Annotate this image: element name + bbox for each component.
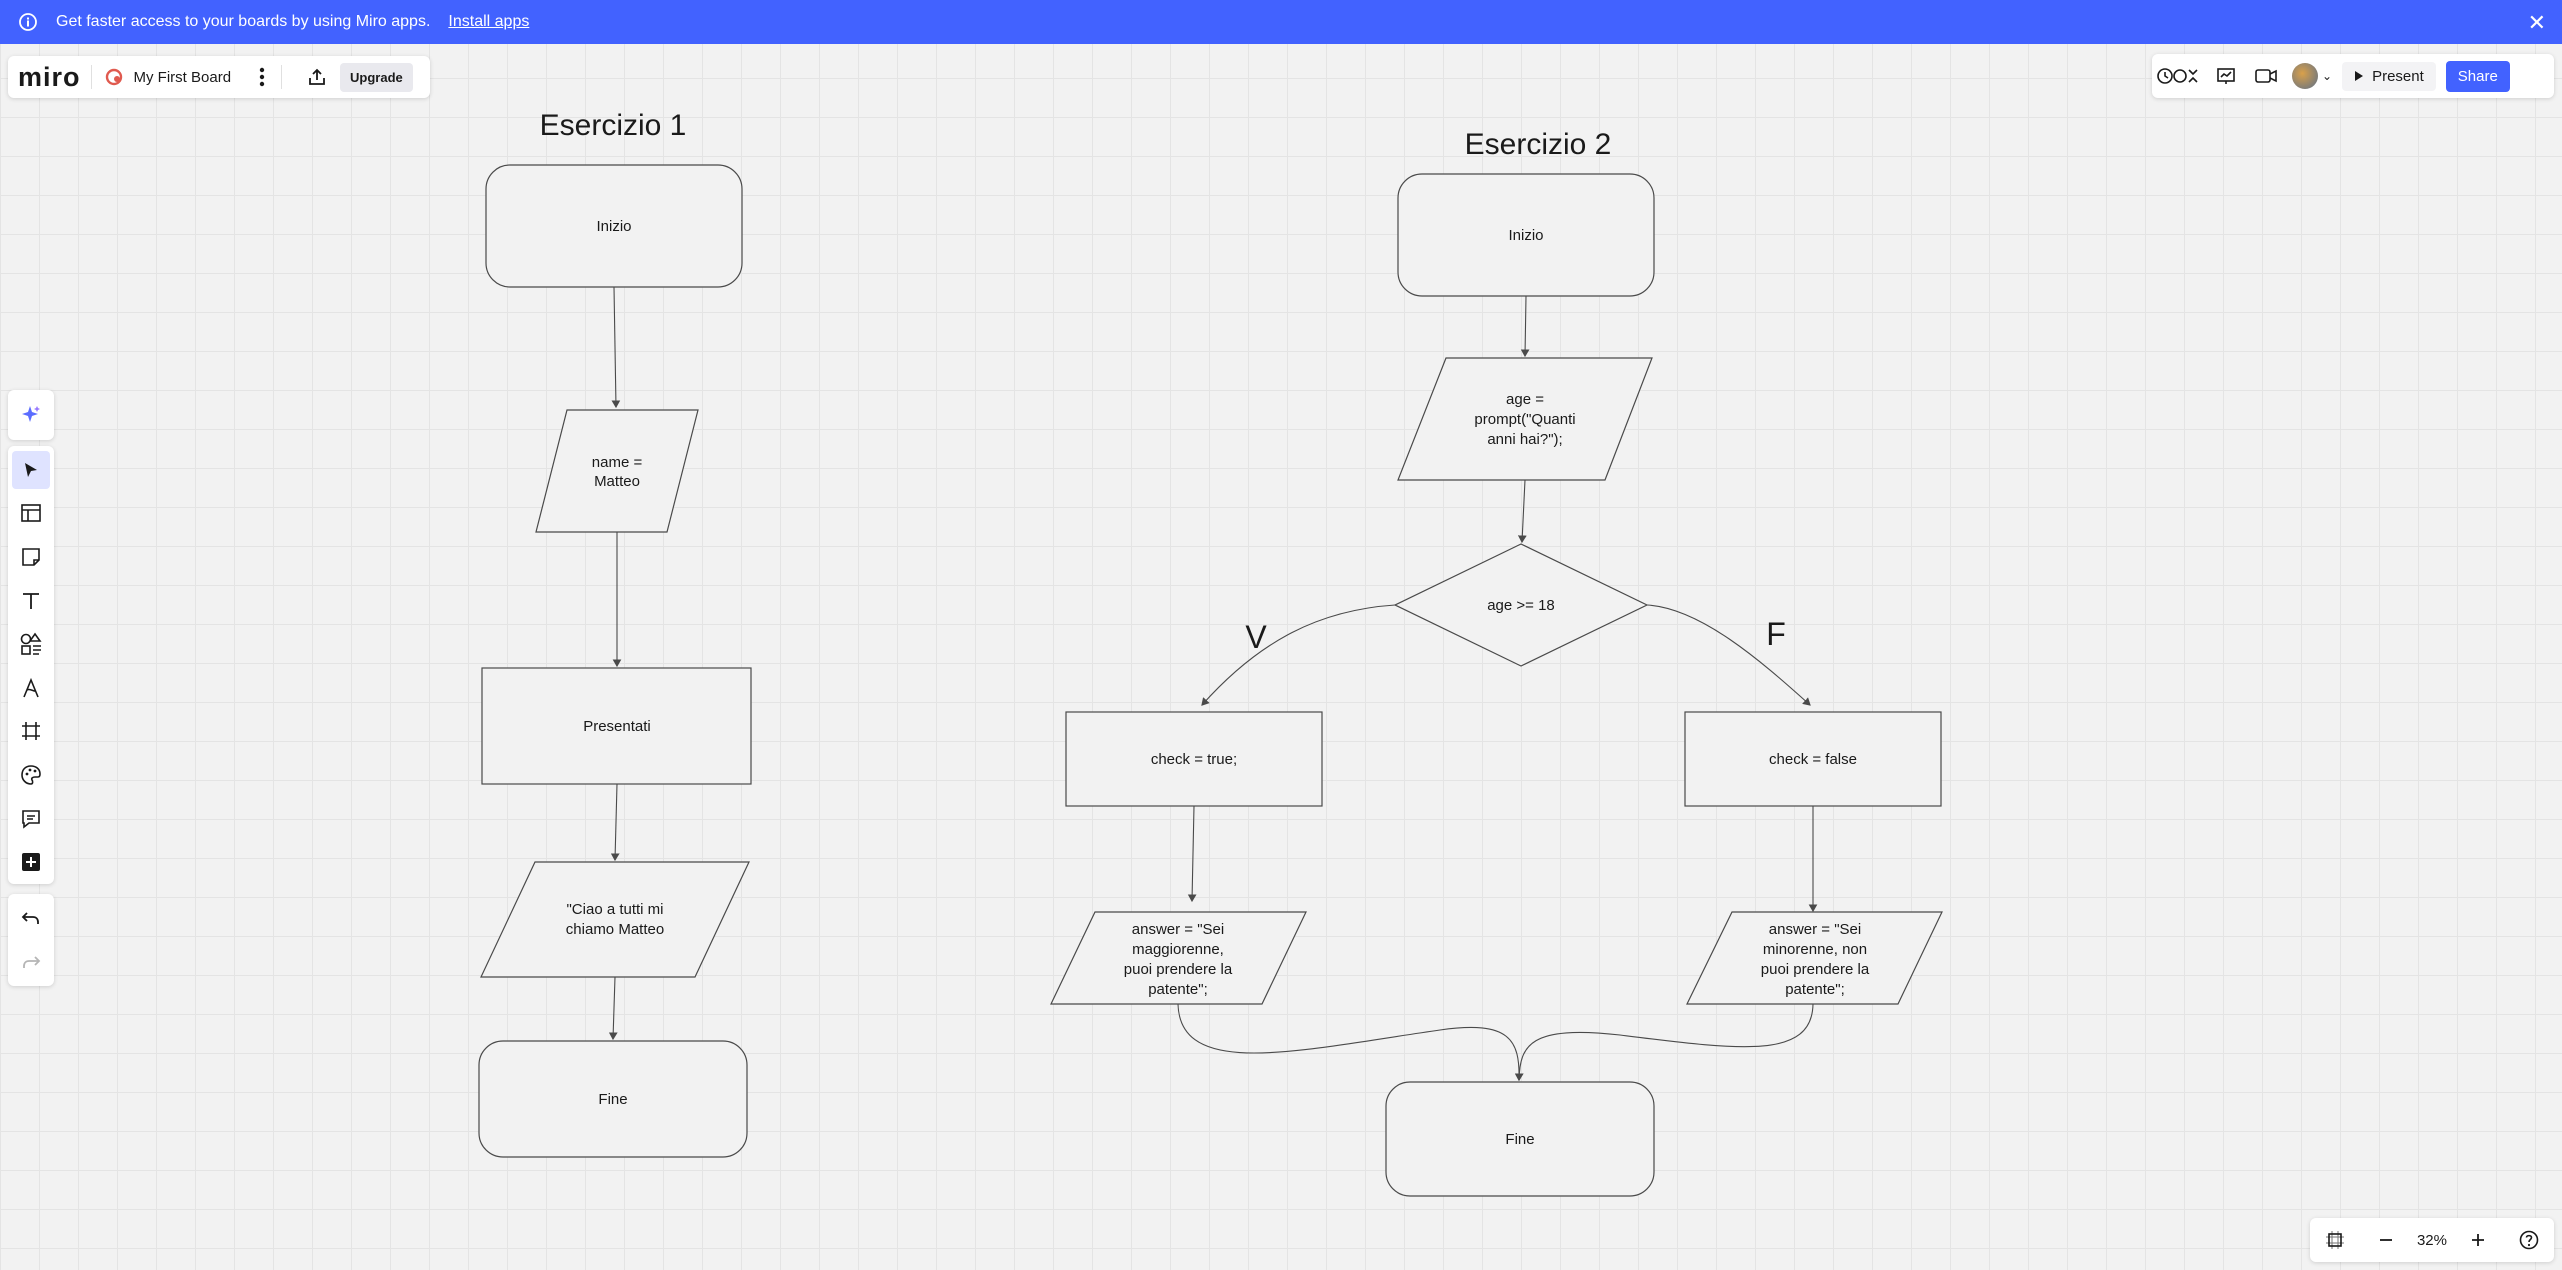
add-more-icon[interactable] (12, 843, 50, 881)
ex1-output-label-line-1: "Ciao a tutti mi (566, 901, 663, 918)
exercise-2-title: Esercizio 2 (1465, 128, 1612, 161)
templates-icon[interactable] (12, 495, 50, 533)
reactions-icon[interactable] (2152, 58, 2206, 94)
divider (281, 65, 283, 89)
divider (90, 65, 92, 89)
ex2-end-shape[interactable] (1385, 1081, 1655, 1197)
ex1-process-label: Presentati (583, 718, 651, 735)
ex2-true-output-shape[interactable] (1050, 911, 1307, 1005)
help-icon[interactable] (2509, 1222, 2549, 1258)
false-branch-label: F (1766, 616, 1786, 652)
ex1-process-shape[interactable] (481, 667, 752, 785)
ex2-decision-shape[interactable] (1393, 543, 1649, 667)
ex1-end-shape[interactable] (478, 1040, 748, 1158)
ex2-true-process-shape[interactable] (1065, 711, 1323, 807)
ex2-true-output-line-4: patente"; (1148, 981, 1208, 998)
video-call-icon[interactable] (2246, 58, 2286, 94)
true-branch-connector[interactable] (1201, 604, 1396, 706)
ai-sparkle-icon[interactable] (12, 396, 50, 434)
share-button[interactable]: Share (2445, 60, 2510, 92)
true-branch-label: V (1245, 619, 1267, 655)
fit-to-screen-icon[interactable] (2315, 1222, 2355, 1258)
ex2-false-output-line-1: answer = "Sei (1769, 921, 1861, 938)
ex2-false-output-line-4: patente"; (1785, 981, 1845, 998)
ex1-input-label-line-2: Matteo (594, 473, 640, 490)
ex2-false-output-line-2: minorenne, non (1763, 941, 1867, 958)
ex2-input-label-line-2: prompt("Quanti (1474, 411, 1575, 428)
export-icon[interactable] (304, 64, 330, 90)
ex2-false-process-shape[interactable] (1684, 711, 1942, 807)
false-branch-connector[interactable] (1646, 604, 1811, 706)
avatar[interactable] (2292, 63, 2318, 89)
undo-icon[interactable] (12, 899, 50, 937)
present-button[interactable]: Present (2342, 61, 2436, 91)
ex2-false-output-shape[interactable] (1686, 911, 1943, 1005)
chevron-down-icon[interactable]: ⌄ (2322, 69, 2333, 83)
color-palette-icon[interactable] (12, 756, 50, 794)
more-options-icon[interactable] (253, 67, 271, 87)
ex2-true-output-line-1: answer = "Sei (1132, 921, 1224, 938)
pen-icon[interactable] (12, 669, 50, 707)
ex2-start-shape[interactable] (1397, 173, 1655, 297)
ex2-true-output-line-3: puoi prendere la (1124, 961, 1233, 978)
ex1-input-label-line-1: name = (592, 454, 643, 471)
connector[interactable] (1517, 479, 1527, 544)
ex1-start-shape[interactable] (485, 164, 743, 288)
ex2-end-label: Fine (1505, 1131, 1534, 1148)
shapes-icon[interactable] (12, 625, 50, 663)
exercise-1-title: Esercizio 1 (540, 109, 687, 142)
comment-icon[interactable] (12, 800, 50, 838)
zoom-out-icon[interactable] (2366, 1222, 2406, 1258)
ex1-output-shape[interactable] (480, 861, 750, 978)
collaboration-bar: ⌄ Present Share (2152, 54, 2554, 98)
ex2-true-process-label: check = true; (1151, 751, 1237, 768)
info-icon (18, 12, 38, 32)
zoom-level[interactable]: 32% (2416, 1231, 2447, 1249)
ex1-output-label-line-2: chiamo Matteo (566, 921, 664, 938)
merge-connector-right[interactable] (1514, 1003, 1814, 1082)
ex2-input-label-line-1: age = (1506, 391, 1544, 408)
board-name[interactable]: My First Board (133, 68, 232, 86)
sticky-note-icon[interactable] (12, 538, 50, 576)
connector[interactable] (608, 976, 618, 1041)
banner-message: Get faster access to your boards by usin… (56, 13, 431, 30)
connector[interactable] (1520, 295, 1530, 358)
ex2-start-label: Inizio (1508, 227, 1543, 244)
frame-icon[interactable] (12, 713, 50, 751)
zoom-controls: 32% (2310, 1218, 2554, 1262)
connector[interactable] (611, 286, 621, 409)
close-icon[interactable]: ✕ (2527, 10, 2546, 35)
install-apps-banner: Get faster access to your boards by usin… (0, 0, 2562, 44)
connector[interactable] (1187, 805, 1197, 903)
ex2-input-shape[interactable] (1397, 357, 1653, 481)
text-tool-icon[interactable] (12, 582, 50, 620)
history-toolbar (8, 894, 54, 986)
miro-logo: miro (18, 61, 81, 92)
ex2-false-output-line-3: puoi prendere la (1761, 961, 1870, 978)
merge-connector-left[interactable] (1177, 1003, 1524, 1082)
board-header: miro My First Board Upgrade (8, 56, 430, 98)
install-apps-link[interactable]: Install apps (448, 13, 530, 30)
play-icon (2355, 71, 2364, 81)
connector[interactable] (610, 783, 620, 862)
board-icon (104, 67, 124, 87)
ex2-false-process-label: check = false (1769, 751, 1857, 768)
present-label: Present (2372, 67, 2424, 85)
redo-icon[interactable] (12, 943, 50, 981)
ex1-end-label: Fine (598, 1091, 627, 1108)
zoom-in-icon[interactable] (2458, 1222, 2498, 1258)
presentation-icon[interactable] (2206, 58, 2246, 94)
ex2-true-output-line-2: maggiorenne, (1132, 941, 1224, 958)
ex2-input-label-line-3: anni hai?"); (1487, 431, 1562, 448)
ai-toolbar (8, 390, 54, 440)
creation-toolbar (8, 446, 54, 884)
ex2-decision-label: age >= 18 (1487, 597, 1555, 614)
ex1-input-shape[interactable] (535, 409, 699, 533)
upgrade-button[interactable]: Upgrade (340, 62, 413, 92)
ex1-start-label: Inizio (596, 218, 631, 235)
select-cursor-icon[interactable] (12, 451, 50, 489)
